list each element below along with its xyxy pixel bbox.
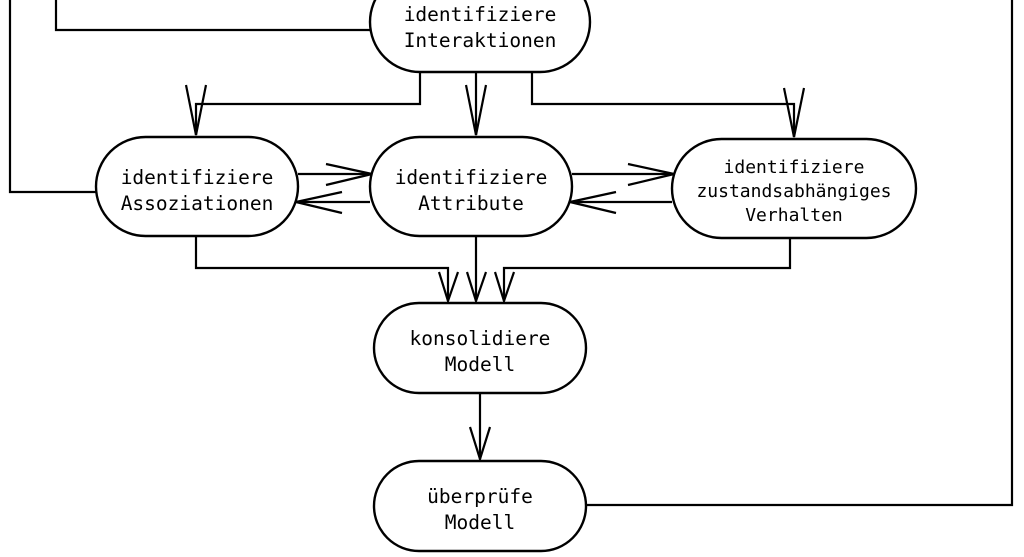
node-shape-attribute[interactable]	[368, 135, 574, 238]
node-shape-konsolidiere[interactable]	[372, 301, 588, 395]
arrowhead-verhalten-to-konsolidiere	[493, 271, 516, 305]
node-label-attribute-line1: identifiziere	[395, 166, 548, 189]
node-label-konsolidiere-line1: konsolidiere	[410, 327, 551, 350]
edge-verhalten-to-konsolidiere	[502, 238, 792, 301]
node-label-konsolidiere-line2: Modell	[445, 353, 515, 376]
arrowhead-to-assoziationen	[184, 84, 208, 136]
arrowhead-assoziationen-to-konsolidiere	[437, 271, 460, 305]
node-label-assoziationen-line2: Assoziationen	[121, 192, 274, 215]
node-label-interaktionen-line1: identifiziere	[404, 3, 557, 26]
node-identifiziere-interaktionen[interactable]: identifiziere Interaktionen	[368, 0, 592, 74]
edge-interaktionen-to-verhalten	[530, 72, 796, 137]
node-shape-assoziationen[interactable]	[94, 135, 300, 238]
arrowhead-to-attribute	[464, 84, 488, 136]
node-ueberpruefe-modell[interactable]: überprüfe Modell	[372, 459, 588, 553]
node-label-verhalten-line2: zustandsabhängiges	[696, 181, 891, 202]
node-label-verhalten-line1: identifiziere	[724, 157, 865, 178]
edge-offscreen-to-interaktionen	[54, 0, 372, 32]
node-label-ueberpruefe-line1: überprüfe	[427, 485, 533, 508]
node-shape-ueberpruefe[interactable]	[372, 459, 588, 553]
node-label-assoziationen-line1: identifiziere	[121, 166, 274, 189]
node-konsolidiere-modell[interactable]: konsolidiere Modell	[372, 301, 588, 395]
edge-interaktionen-to-assoziationen	[194, 72, 422, 135]
node-identifiziere-zustandsabhaengiges-verhalten[interactable]: identifiziere zustandsabhängiges Verhalt…	[670, 137, 918, 240]
edge-assoziationen-to-konsolidiere	[194, 236, 450, 301]
node-label-interaktionen-line2: Interaktionen	[404, 29, 557, 52]
node-layer: identifiziere Interaktionen identifizier…	[94, 0, 918, 553]
node-label-verhalten-line3: Verhalten	[745, 205, 843, 226]
node-shape-verhalten[interactable]	[670, 137, 918, 240]
arrowhead-konsolidiere-to-ueberpruefe	[468, 426, 492, 463]
node-identifiziere-attribute[interactable]: identifiziere Attribute	[368, 135, 574, 238]
node-shape-interaktionen[interactable]	[368, 0, 592, 74]
arrowhead-to-verhalten	[782, 87, 806, 138]
node-label-ueberpruefe-line2: Modell	[445, 511, 515, 534]
arrowhead-attribute-to-konsolidiere	[465, 271, 488, 305]
node-identifiziere-assoziationen[interactable]: identifiziere Assoziationen	[94, 135, 300, 238]
edge-ueberpruefe-loop-right	[586, 0, 1014, 507]
node-label-attribute-line2: Attribute	[418, 192, 524, 215]
edge-layer	[8, 0, 1014, 507]
edge-assoziationen-loop-left	[8, 0, 96, 194]
